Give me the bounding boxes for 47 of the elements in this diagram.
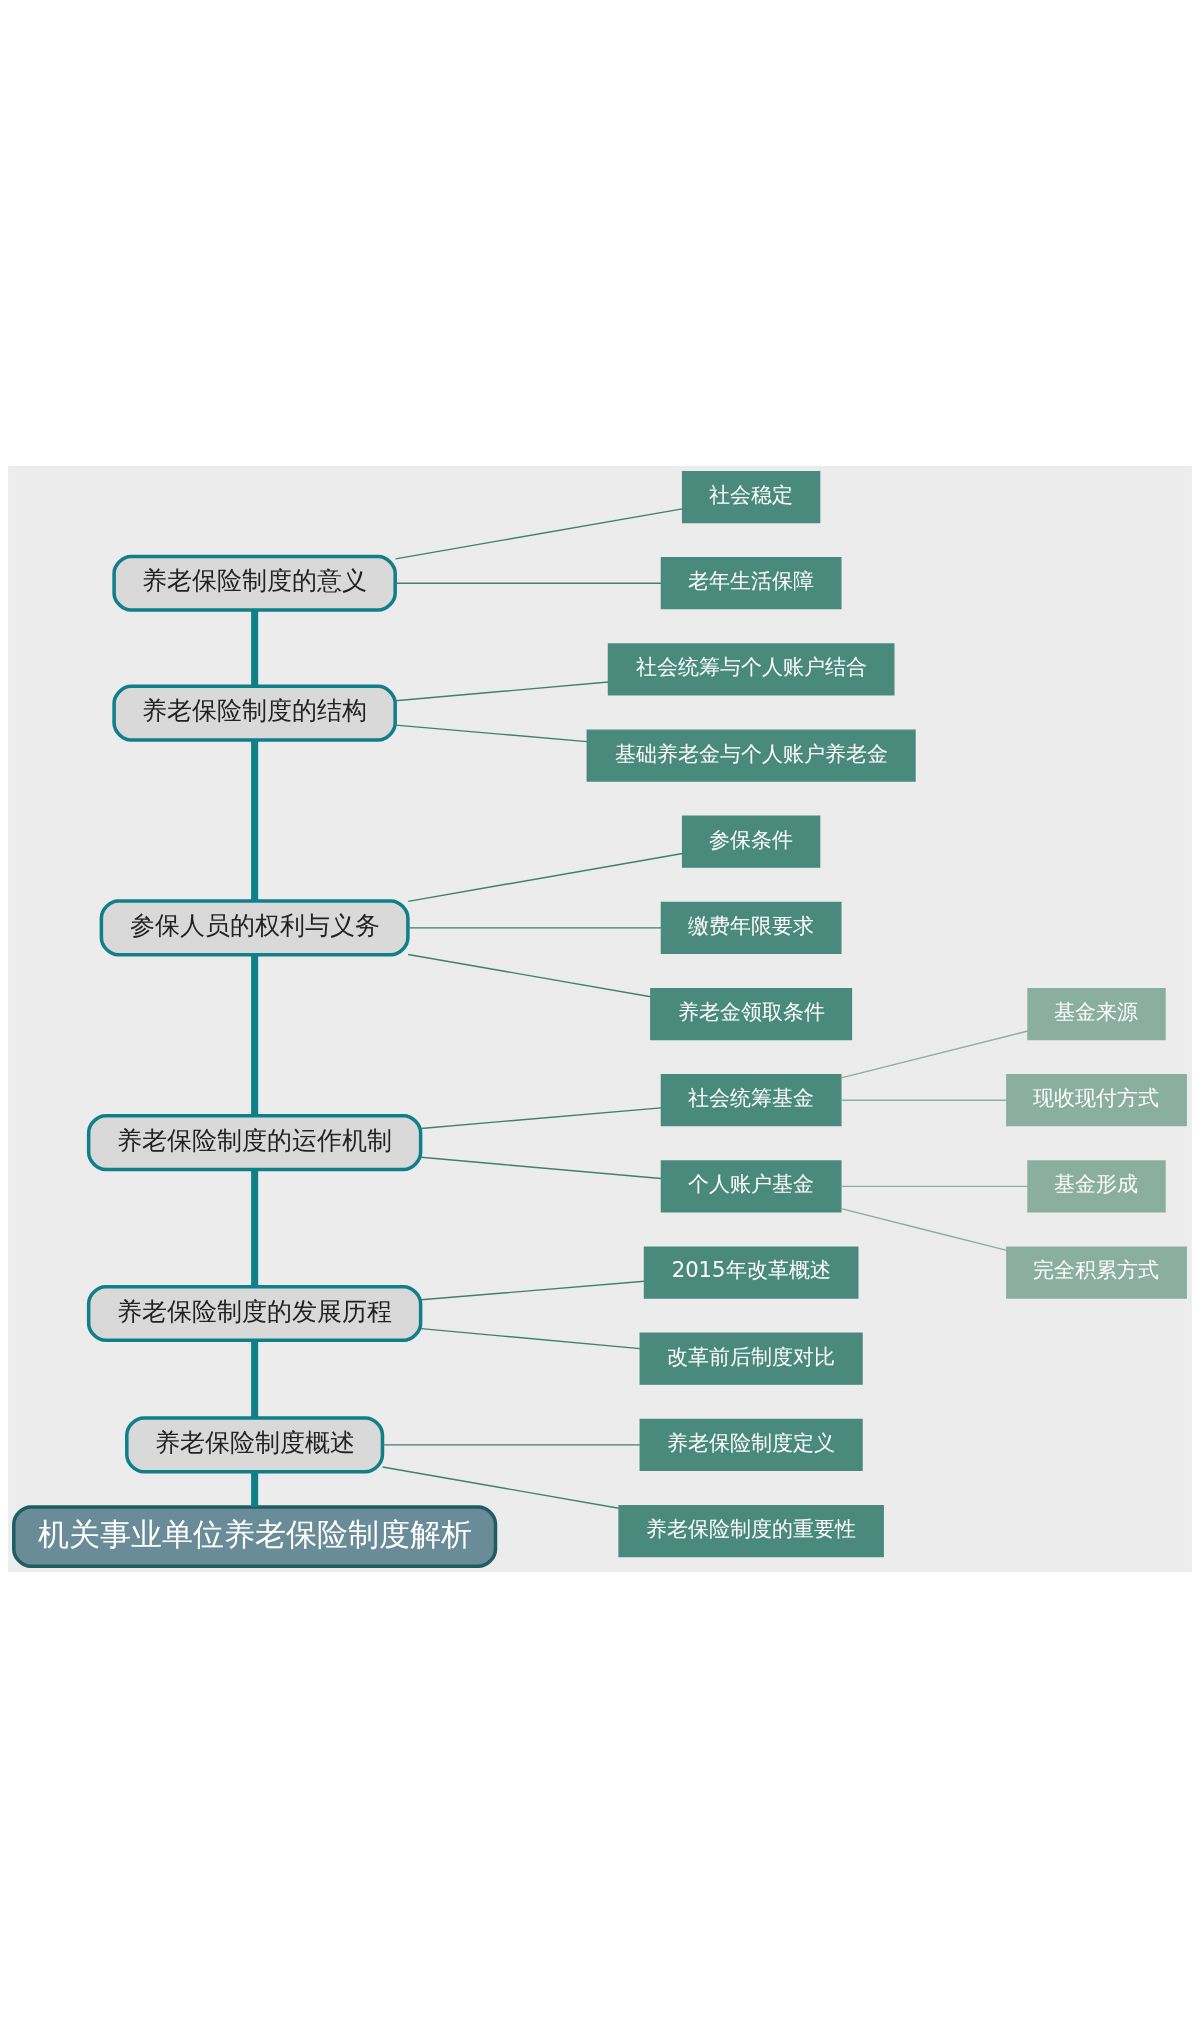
node-box: 缴费年限要求 [660, 901, 842, 954]
connector [251, 954, 259, 1115]
node-box: 养老保险制度的结构 [112, 684, 397, 742]
node-box: 机关事业单位养老保险制度解析 [12, 1504, 498, 1568]
connector [394, 507, 683, 560]
node-box: 社会统筹基金 [660, 1073, 842, 1126]
node-box: 养老保险制度概述 [125, 1415, 385, 1473]
connector [251, 1339, 259, 1418]
node-box: 参保人员的权利与义务 [99, 898, 410, 956]
node-box: 养老保险制度的重要性 [618, 1504, 884, 1557]
connector [407, 926, 662, 929]
connector [840, 1099, 1008, 1101]
connector [420, 1106, 662, 1129]
connector [394, 582, 662, 584]
connector [420, 1327, 641, 1349]
node-box: 老年生活保障 [660, 556, 842, 609]
node-box: 养老保险制度的运作机制 [86, 1113, 423, 1171]
node-box: 养老保险制度定义 [639, 1418, 863, 1471]
node-box: 养老保险制度的发展历程 [86, 1284, 423, 1342]
connector [394, 680, 610, 702]
connector [381, 1443, 641, 1446]
node-box: 改革前后制度对比 [639, 1332, 863, 1385]
connector [840, 1207, 1008, 1251]
connector [407, 953, 652, 997]
connector [381, 1465, 620, 1509]
node-box: 养老保险制度的意义 [112, 554, 397, 612]
connector [251, 609, 259, 686]
connector [251, 1471, 259, 1507]
connector [840, 1185, 1029, 1187]
connector [420, 1280, 646, 1300]
connector [840, 1029, 1029, 1079]
node-box: 基础养老金与个人账户养老金 [586, 728, 916, 782]
node-box: 参保条件 [681, 815, 821, 868]
node-box: 基金来源 [1027, 987, 1166, 1040]
node-box: 基金形成 [1027, 1159, 1166, 1212]
connector [251, 739, 259, 901]
node-box: 社会稳定 [681, 470, 821, 523]
node-box: 现收现付方式 [1006, 1073, 1187, 1126]
connector [251, 1169, 259, 1286]
node-box: 养老金领取条件 [650, 987, 853, 1040]
node-box: 完全积累方式 [1006, 1245, 1187, 1299]
connector [394, 723, 588, 742]
node-box: 2015年改革概述 [643, 1245, 859, 1299]
connector [420, 1156, 662, 1179]
connector [407, 852, 684, 902]
node-box: 个人账户基金 [660, 1159, 842, 1212]
node-box: 社会统筹与个人账户结合 [607, 642, 895, 696]
